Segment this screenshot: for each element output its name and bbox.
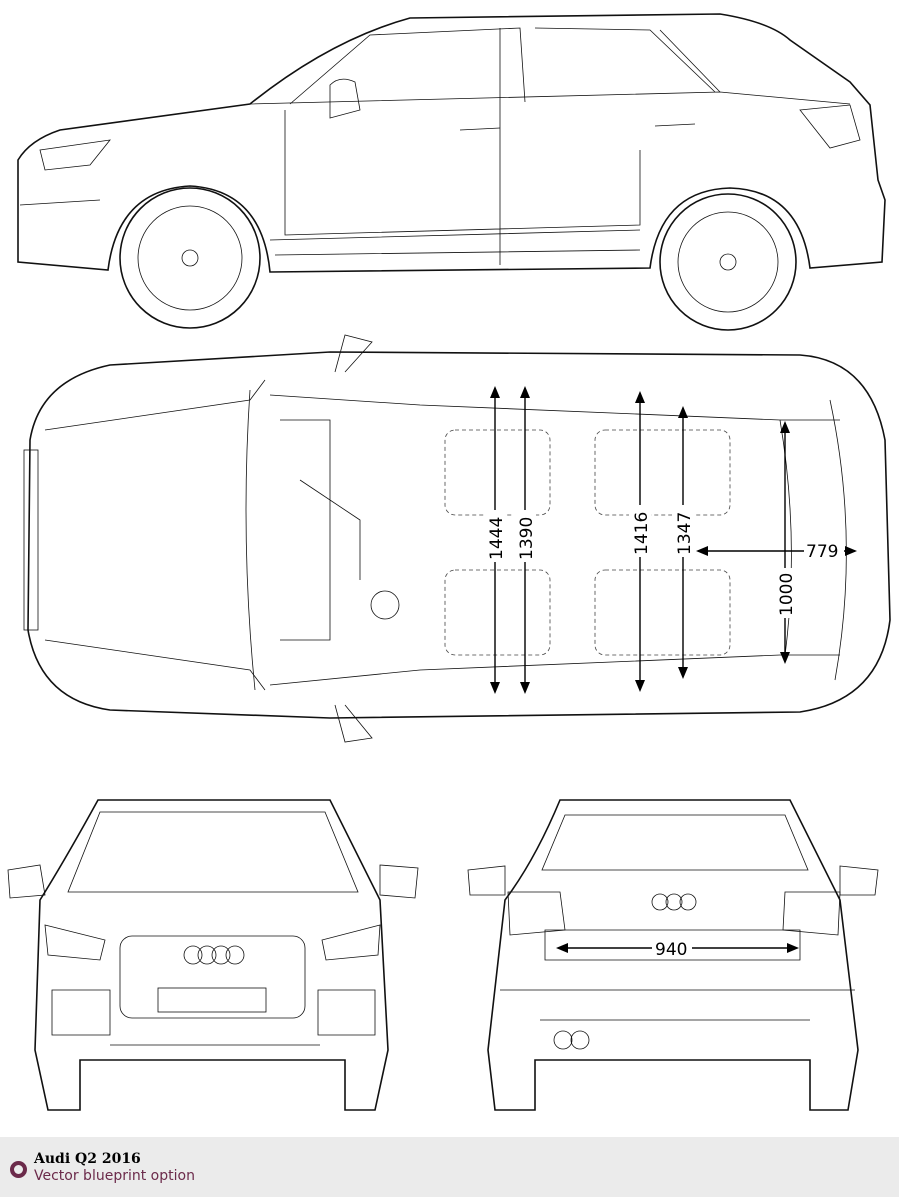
side-view xyxy=(17,13,886,331)
dimension-1390: 1390 xyxy=(517,517,537,560)
caption-title: Audi Q2 2016 xyxy=(34,1151,141,1167)
caption-subtitle: Vector blueprint option xyxy=(34,1168,195,1184)
car-blueprint: 1444 1390 1416 1347 779 1000 940 xyxy=(7,13,891,1111)
dimension-1444: 1444 xyxy=(487,517,507,560)
front-view xyxy=(7,799,419,1111)
dimension-779: 779 xyxy=(806,542,838,562)
top-view: 1444 1390 1416 1347 779 1000 xyxy=(23,334,891,743)
dimension-1000: 1000 xyxy=(777,573,797,616)
dimension-1416: 1416 xyxy=(632,512,652,555)
dimension-940: 940 xyxy=(655,940,687,960)
caption-bar: Audi Q2 2016 Vector blueprint option xyxy=(0,1137,899,1197)
dimension-1347: 1347 xyxy=(675,512,695,555)
rear-view: 940 xyxy=(467,799,879,1111)
bullet-circle-icon xyxy=(10,1161,27,1178)
